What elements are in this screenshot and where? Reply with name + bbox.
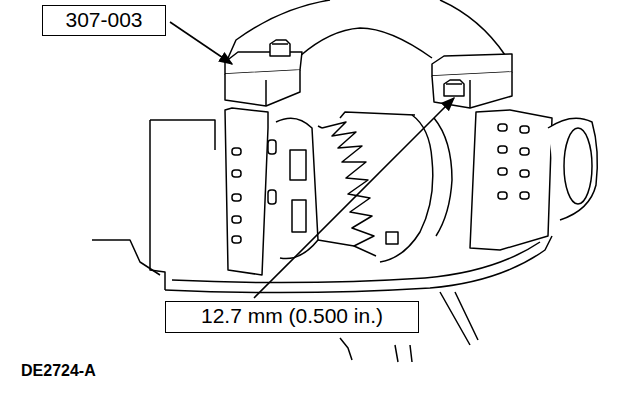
leader-line [254, 98, 454, 298]
bolt-hole [232, 216, 241, 223]
bolt-hole [498, 146, 507, 153]
tool-frame [300, 28, 432, 58]
bolt-hole [498, 168, 507, 175]
housing [380, 115, 433, 262]
tool-frame [440, 0, 505, 55]
ring-gear [322, 122, 376, 256]
tool-block [225, 70, 300, 106]
tool-block [432, 72, 512, 108]
housing [340, 338, 412, 362]
axle-tube [548, 118, 597, 220]
diff-case [290, 150, 306, 180]
bolt-hole [520, 192, 529, 199]
bolt [270, 40, 290, 56]
housing [150, 120, 165, 290]
bolt-hole [498, 124, 507, 131]
bolt-hole [498, 192, 507, 199]
bolt-hole [520, 126, 529, 133]
leader-line [170, 22, 232, 64]
bearing-cap [470, 110, 552, 250]
bolt [386, 232, 398, 244]
figure-code: DE2724-A [21, 363, 96, 379]
bolt [446, 83, 462, 85]
bolt [272, 43, 288, 45]
housing [150, 120, 215, 150]
bolt-hole [232, 194, 241, 201]
housing [434, 118, 452, 236]
housing [440, 292, 478, 345]
housing-flange [165, 236, 552, 293]
dimension: 12.7 mm (0.500 in.) [165, 301, 419, 333]
tool-frame [228, 0, 330, 58]
tool-number: 307-003 [42, 5, 166, 36]
bearing-cap [225, 108, 268, 275]
bolt-hole [232, 148, 241, 155]
housing-flange [172, 242, 540, 283]
axle-tube [564, 128, 592, 204]
ring-gear [340, 112, 415, 118]
tool-block [265, 80, 267, 106]
bolt [268, 140, 276, 154]
bolt-hole [232, 170, 241, 177]
diff-case [276, 118, 318, 258]
tool-block [469, 80, 471, 108]
bolt [268, 190, 276, 204]
bolt-hole [232, 236, 241, 243]
bolt [444, 80, 464, 96]
diff-case [292, 200, 306, 232]
housing [92, 240, 160, 275]
bolt-hole [520, 170, 529, 177]
bolt-hole [520, 148, 529, 155]
